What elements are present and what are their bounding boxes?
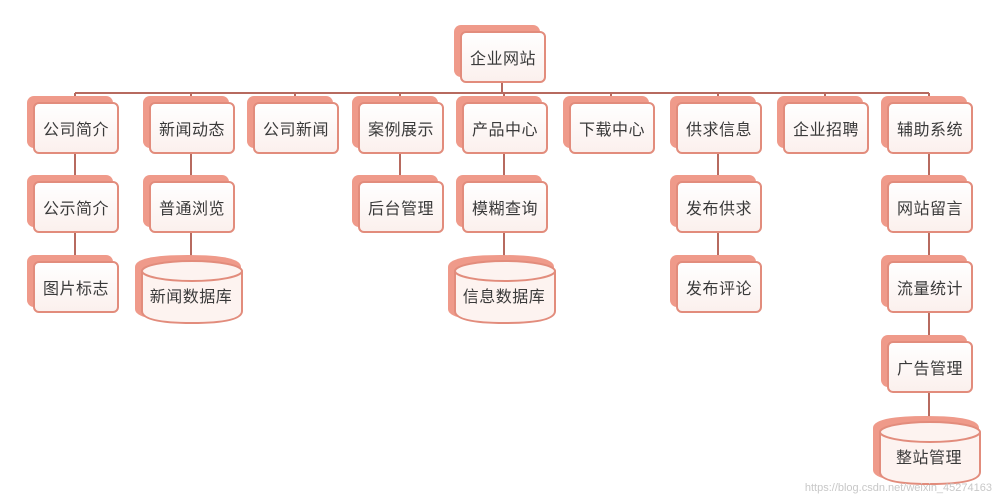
- module-node-label: 网站留言: [887, 181, 973, 233]
- category-node: 新闻动态: [143, 96, 235, 154]
- module-node: 模糊查询: [456, 175, 548, 233]
- module-node-label: 普通浏览: [149, 181, 235, 233]
- category-node: 下载中心: [563, 96, 655, 154]
- module-node: 网站留言: [881, 175, 973, 233]
- module-node: 广告管理: [881, 335, 973, 393]
- category-node-label: 企业招聘: [783, 102, 869, 154]
- category-node: 公司新闻: [247, 96, 339, 154]
- module-node-label: 流量统计: [887, 261, 973, 313]
- root-node-label: 企业网站: [460, 31, 546, 83]
- category-node: 企业招聘: [777, 96, 869, 154]
- module-node: 公示简介: [27, 175, 119, 233]
- category-node-label: 公司新闻: [253, 102, 339, 154]
- database-node-label: 信息数据库: [462, 287, 546, 306]
- category-node-label: 新闻动态: [149, 102, 235, 154]
- database-node: 整站管理: [873, 416, 981, 486]
- category-node-label: 公司简介: [33, 102, 119, 154]
- watermark: https://blog.csdn.net/weixin_45274163: [804, 482, 992, 494]
- module-node-label: 公示简介: [33, 181, 119, 233]
- database-node: 信息数据库: [448, 255, 556, 325]
- category-node-label: 下载中心: [569, 102, 655, 154]
- database-node: 新闻数据库: [135, 255, 243, 325]
- module-node-label: 广告管理: [887, 341, 973, 393]
- module-node: 普通浏览: [143, 175, 235, 233]
- module-node: 后台管理: [352, 175, 444, 233]
- category-node: 产品中心: [456, 96, 548, 154]
- category-node-label: 供求信息: [676, 102, 762, 154]
- database-node-label: 整站管理: [895, 448, 962, 467]
- category-node-label: 产品中心: [462, 102, 548, 154]
- category-node: 辅助系统: [881, 96, 973, 154]
- module-node-label: 发布评论: [676, 261, 762, 313]
- module-node: 图片标志: [27, 255, 119, 313]
- module-node-label: 图片标志: [33, 261, 119, 313]
- category-node-label: 案例展示: [358, 102, 444, 154]
- category-node: 供求信息: [670, 96, 762, 154]
- category-node: 公司简介: [27, 96, 119, 154]
- category-node-label: 辅助系统: [887, 102, 973, 154]
- module-node-label: 模糊查询: [462, 181, 548, 233]
- category-node: 案例展示: [352, 96, 444, 154]
- module-node: 发布评论: [670, 255, 762, 313]
- root-node: 企业网站: [454, 25, 546, 83]
- database-node-label: 新闻数据库: [149, 287, 233, 306]
- module-node-label: 发布供求: [676, 181, 762, 233]
- module-node-label: 后台管理: [358, 181, 444, 233]
- module-node: 发布供求: [670, 175, 762, 233]
- module-node: 流量统计: [881, 255, 973, 313]
